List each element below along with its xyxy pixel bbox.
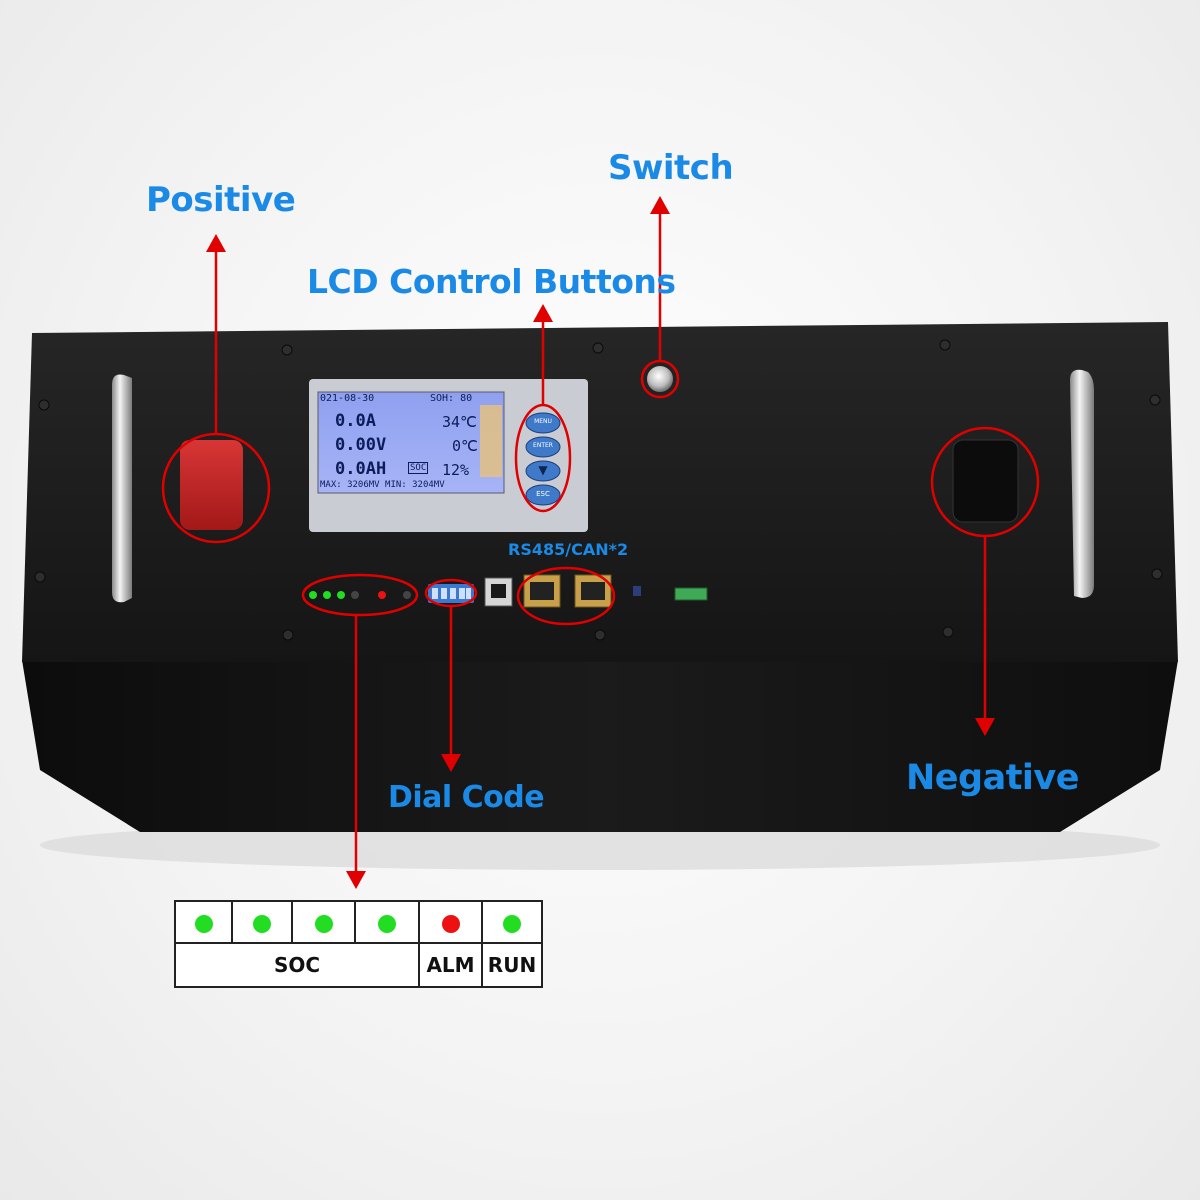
legend-alm-label: ALM: [418, 942, 483, 988]
legend-cell-soc-3: [291, 900, 356, 944]
lcd-soc-value: 12%: [442, 461, 470, 479]
rs485-label: RS485/CAN*2: [508, 540, 629, 559]
annotation-arrowheads: [206, 196, 995, 889]
lcd-screen: [317, 391, 505, 494]
lcd-capacity: 0.0AH: [335, 459, 387, 479]
right-handle: [1070, 369, 1094, 598]
lcd-header-soh: SOH: 80: [430, 393, 473, 404]
dial-code-pins: [432, 588, 471, 599]
lcd-buttons: [525, 412, 561, 506]
rj45-socket-2: [581, 582, 605, 600]
panel-screws: [34, 339, 1163, 641]
menu-button-label: MENU: [534, 418, 552, 425]
annotation-lines: [214, 210, 987, 875]
legend-cell-soc-1: [174, 900, 233, 944]
lcd-footer: MAX: 3206MV MIN: 3204MV: [320, 480, 445, 490]
led-dot: [378, 914, 396, 933]
dry-contact-connector: [674, 587, 708, 601]
switch-label: Switch: [608, 148, 734, 188]
negative-terminal: [952, 439, 1019, 523]
enter-button-label: ENTER: [533, 442, 553, 449]
led-dot: [503, 914, 521, 933]
lcd-temp1: 34℃: [442, 413, 477, 431]
down-button-label: ▼: [538, 463, 548, 477]
dial-code-label: Dial Code: [388, 780, 545, 815]
lcd-current: 0.0A: [335, 411, 376, 431]
legend-cell-soc-2: [231, 900, 293, 944]
lcd-soc-bar: [480, 405, 502, 477]
led-dot: [194, 914, 213, 933]
left-handle: [112, 374, 132, 603]
lcd-buttons-label: LCD Control Buttons: [307, 262, 676, 301]
lcd-soc-tag: SOC: [408, 462, 429, 474]
positive-label: Positive: [146, 180, 296, 220]
lcd-voltage: 0.00V: [335, 435, 387, 455]
legend-cell-run: [481, 900, 543, 944]
lcd-header-date: 021-08-30: [320, 393, 375, 404]
battery-body: [22, 660, 1178, 832]
shadow: [40, 820, 1160, 870]
rj45-socket-1: [530, 582, 554, 600]
legend-cell-soc-4: [354, 900, 420, 944]
status-leds: [309, 591, 411, 599]
reset-button: [633, 586, 641, 596]
led-dot: [441, 914, 460, 933]
rj11-socket: [491, 584, 506, 598]
led-dot: [314, 914, 333, 933]
led-dot: [253, 914, 271, 933]
power-switch: [645, 364, 675, 394]
legend-cell-alm: [418, 900, 483, 944]
led-legend-table: SOC ALM RUN: [174, 900, 543, 988]
positive-terminal: [180, 440, 243, 530]
esc-button-label: ESC: [536, 490, 550, 498]
legend-run-label: RUN: [481, 942, 543, 988]
lcd-temp2: 0℃: [452, 437, 478, 455]
legend-soc-label: SOC: [174, 942, 420, 988]
negative-label: Negative: [906, 758, 1079, 798]
